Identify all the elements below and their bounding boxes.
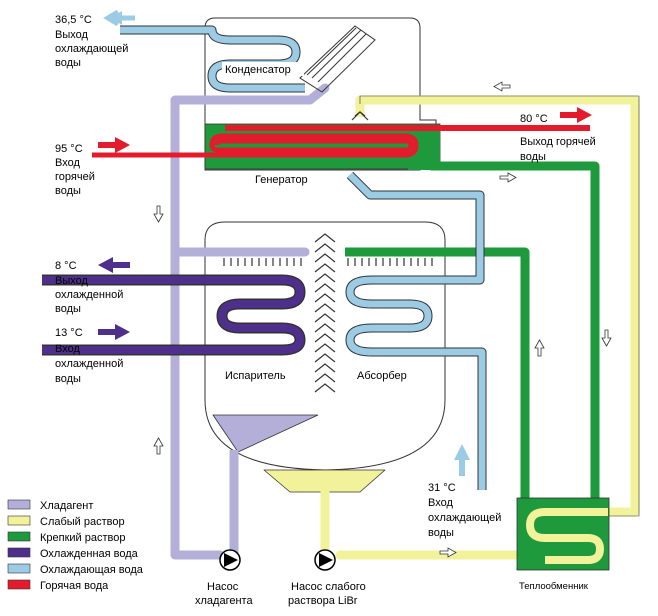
cooling-water-lines xyxy=(120,25,487,490)
cooling-in-arrow xyxy=(454,444,470,476)
hot-water-coil xyxy=(92,125,590,158)
refrigerant-pump-label: Насос хладагента xyxy=(195,581,253,607)
solution-pump-label: Насос слабого раствора LiBr xyxy=(288,581,366,607)
legend-swatch xyxy=(7,547,31,558)
cooling-out-label: 36,5 °C Выход охлаждающей воды xyxy=(55,14,128,69)
svg-text:хладагента: хладагента xyxy=(195,595,253,607)
legend-item: Слабый раствор xyxy=(7,515,125,528)
heat-exchanger xyxy=(516,497,610,571)
svg-text:31 °C: 31 °C xyxy=(428,482,456,494)
svg-text:Насос: Насос xyxy=(207,581,239,593)
svg-text:Насос слабого: Насос слабого xyxy=(291,581,366,593)
legend: Хладагент Слабый раствор Крепкий раствор… xyxy=(7,499,144,592)
legend-swatch xyxy=(7,515,31,526)
svg-text:воды: воды xyxy=(55,303,81,315)
svg-text:воды: воды xyxy=(55,57,81,69)
svg-text:Выход: Выход xyxy=(55,275,88,287)
chilled-out-label: 8 °C Выход охлажденной воды xyxy=(55,260,123,315)
chilled-water-lines xyxy=(42,274,306,356)
legend-item: Охлаждающая вода xyxy=(7,563,144,576)
legend-item: Горячая вода xyxy=(7,579,109,592)
direction-arrows xyxy=(153,81,612,558)
refrigerant-sump xyxy=(212,414,319,555)
legend-item: Охлажденная вода xyxy=(7,547,139,560)
cooling-in-label: 31 °C Вход охлаждающей воды xyxy=(428,482,501,539)
spray-nozzle xyxy=(351,111,369,121)
svg-text:Вход: Вход xyxy=(55,343,80,355)
legend-swatch xyxy=(7,531,31,542)
hot-out-arrow xyxy=(560,107,592,123)
svg-text:воды: воды xyxy=(55,373,81,385)
legend-swatch xyxy=(7,579,31,590)
upper-vessel xyxy=(204,17,437,171)
hot-in-label: 95 °C Вход горячей воды xyxy=(55,143,95,197)
legend-item: Крепкий раствор xyxy=(7,531,126,544)
component-labels: Конденсатор Генератор Испаритель Абсорбе… xyxy=(222,62,589,592)
svg-text:воды: воды xyxy=(55,185,81,197)
condenser-louvers xyxy=(299,25,376,93)
svg-text:Охлажденная вода: Охлажденная вода xyxy=(40,548,139,560)
svg-text:охлажденной: охлажденной xyxy=(55,289,123,301)
svg-text:воды: воды xyxy=(428,527,454,539)
svg-text:Крепкий раствор: Крепкий раствор xyxy=(40,532,126,544)
svg-text:Вход: Вход xyxy=(55,157,80,169)
strong-solution-lines xyxy=(345,161,600,500)
svg-text:Вход: Вход xyxy=(428,497,453,509)
svg-text:80 °C: 80 °C xyxy=(520,113,548,125)
hot-in-arrow xyxy=(98,137,130,153)
svg-text:Охлаждающая вода: Охлаждающая вода xyxy=(40,564,144,576)
condenser-label: Конденсатор xyxy=(225,64,291,76)
legend-item: Хладагент xyxy=(7,499,93,512)
svg-text:Выход горячей: Выход горячей xyxy=(520,136,596,148)
cooling-out-arrow xyxy=(103,9,135,27)
svg-text:горячей: горячей xyxy=(55,171,95,183)
absorber-spray-header xyxy=(345,248,440,266)
svg-text:95 °C: 95 °C xyxy=(55,143,83,155)
heat-exchanger-label: Теплообменник xyxy=(519,581,589,592)
svg-text:охлаждающей: охлаждающей xyxy=(428,512,501,524)
svg-text:36,5 °C: 36,5 °C xyxy=(55,14,92,26)
legend-swatch xyxy=(7,563,31,574)
weak-solution-lines xyxy=(263,95,640,560)
chilled-in-label: 13 °C Вход охлажденной воды xyxy=(55,327,123,385)
absorber-label: Абсорбер xyxy=(357,370,407,382)
svg-text:Хладагент: Хладагент xyxy=(40,500,93,512)
evaporator-spray-header xyxy=(222,248,306,266)
chilled-in-arrow xyxy=(98,324,130,340)
generator-label: Генератор xyxy=(255,174,308,186)
evaporator-label: Испаритель xyxy=(225,370,286,382)
svg-text:Слабый раствор: Слабый раствор xyxy=(40,516,125,528)
svg-text:раствора LiBr: раствора LiBr xyxy=(288,595,358,607)
svg-text:воды: воды xyxy=(520,151,546,163)
hot-out-label: 80 °C Выход горячей воды xyxy=(520,113,596,163)
svg-text:Выход: Выход xyxy=(55,29,88,41)
eliminator-chevrons xyxy=(314,233,336,393)
svg-text:охлаждающей: охлаждающей xyxy=(55,43,128,55)
svg-text:Горячая вода: Горячая вода xyxy=(40,580,109,592)
svg-text:8 °C: 8 °C xyxy=(55,260,77,272)
legend-swatch xyxy=(7,499,31,510)
solution-pump-icon xyxy=(314,549,336,571)
svg-text:охлажденной: охлажденной xyxy=(55,358,123,370)
chilled-out-arrow xyxy=(98,257,130,273)
weak-solution-outline xyxy=(359,95,640,517)
refrigerant-pump-icon xyxy=(219,549,241,571)
generator xyxy=(204,123,441,170)
svg-text:13 °C: 13 °C xyxy=(55,327,83,339)
